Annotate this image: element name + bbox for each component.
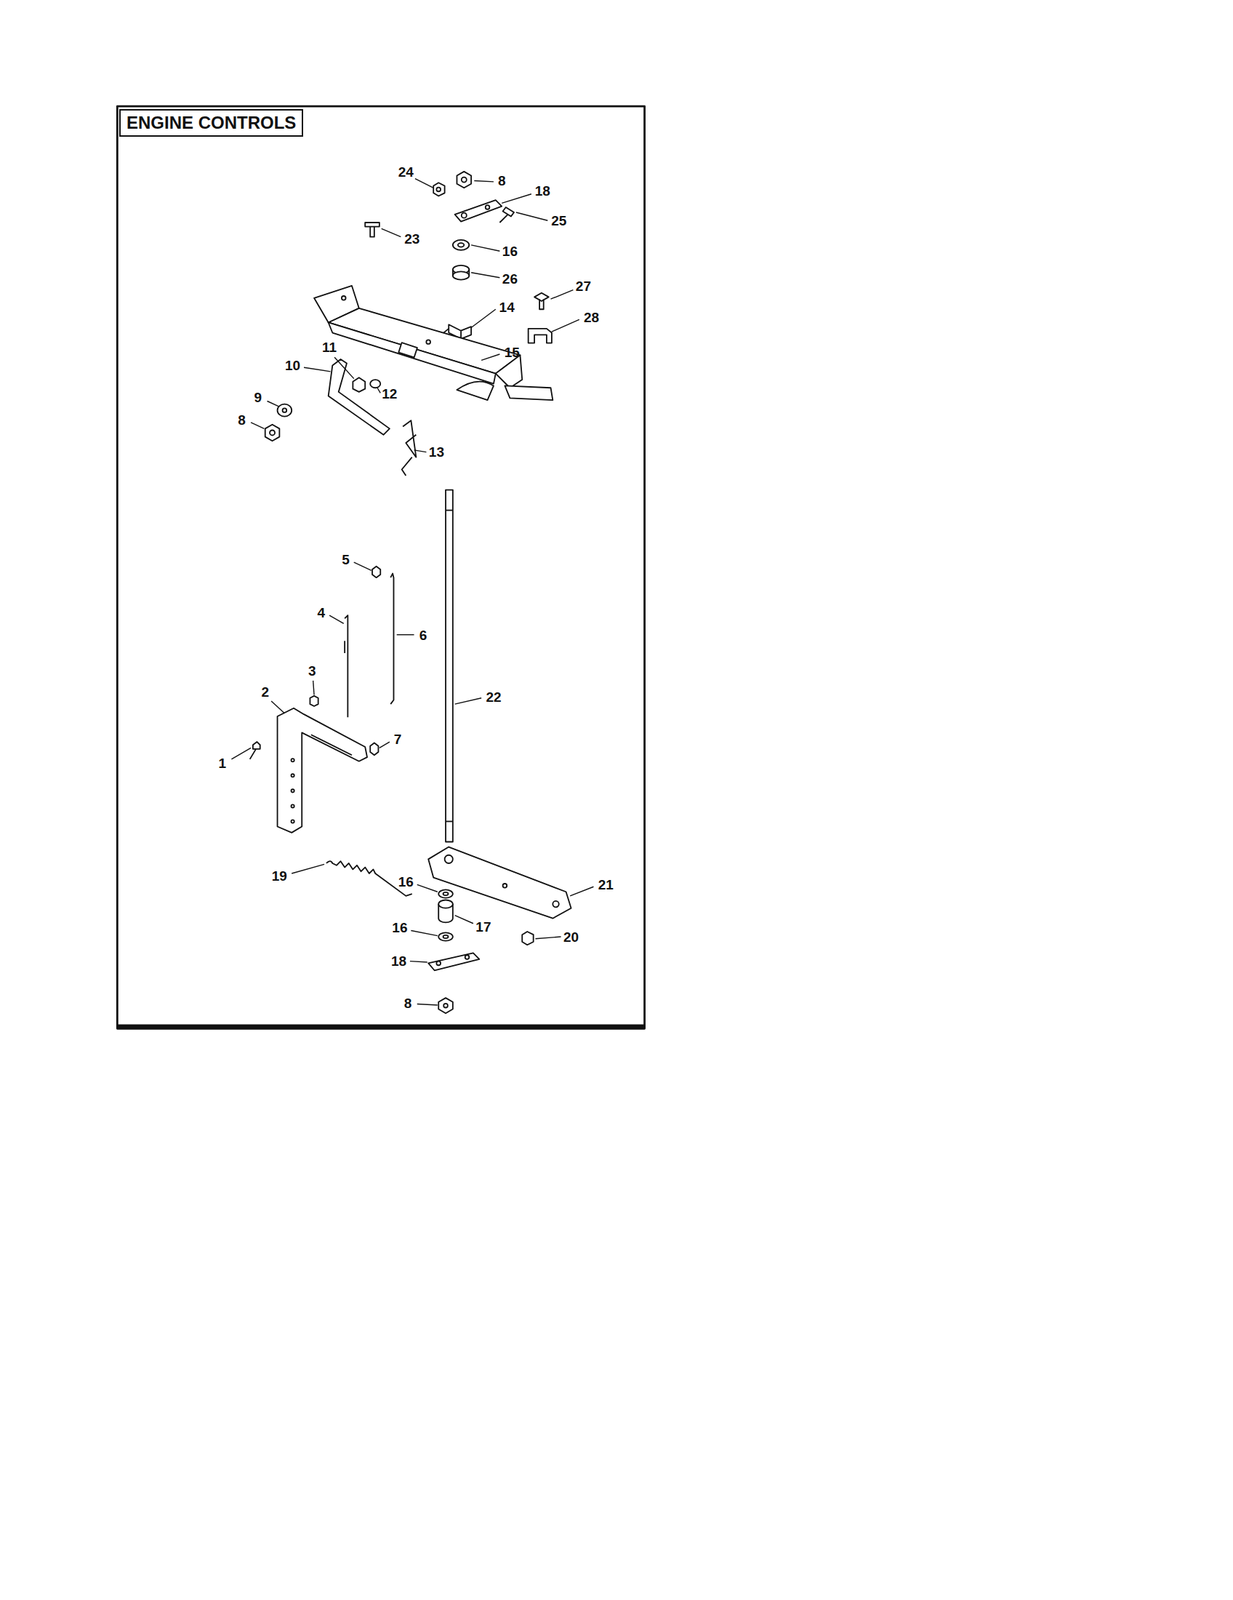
callout-number: 9 [254, 389, 263, 404]
callout-number: 18 [391, 953, 407, 968]
callout-number: 2 [260, 684, 269, 699]
callout-number: 23 [404, 231, 420, 246]
title-box: ENGINE CONTROLS [119, 109, 304, 137]
callout-number: 4 [317, 604, 326, 619]
callout-number: 16 [502, 244, 518, 259]
callout-number: 6 [419, 627, 428, 642]
callout-number: 8 [404, 995, 413, 1010]
callout-number: 16 [391, 920, 408, 935]
callout-number: 13 [428, 444, 445, 459]
callout-number: 21 [598, 877, 614, 892]
leader-lines [231, 178, 594, 1005]
callout-number: 18 [535, 183, 551, 198]
hardware-bottom [428, 846, 571, 1014]
callout-number: 14 [499, 300, 515, 315]
callout-number: 5 [341, 551, 350, 566]
governor-plate [250, 708, 368, 833]
hardware-top [364, 171, 552, 344]
callout-number: 15 [504, 344, 520, 359]
control-rod [445, 490, 453, 842]
callout-number: 20 [563, 929, 579, 943]
callout-number: 28 [583, 310, 600, 325]
callout-number: 8 [237, 412, 246, 427]
callout-number: 3 [308, 663, 317, 677]
callout-number: 8 [497, 173, 506, 188]
callout-number: 26 [502, 271, 518, 285]
callout-number: 10 [284, 358, 301, 373]
callout-number: 22 [485, 689, 501, 704]
callout-number: 25 [551, 213, 567, 228]
callout-number: 17 [475, 918, 491, 933]
callout-number: 19 [271, 868, 288, 882]
callout-number: 16 [398, 874, 414, 889]
frame-bottom [117, 1024, 645, 1029]
callout-number: 24 [398, 164, 414, 179]
callout-number: 1 [218, 756, 227, 770]
frame [117, 106, 645, 1028]
callout-number: 27 [575, 278, 592, 293]
callout-number: 11 [322, 339, 337, 354]
callout-number: 12 [381, 386, 397, 401]
control-bracket [314, 285, 553, 400]
callout-number: 7 [394, 731, 403, 746]
lever [265, 359, 417, 476]
